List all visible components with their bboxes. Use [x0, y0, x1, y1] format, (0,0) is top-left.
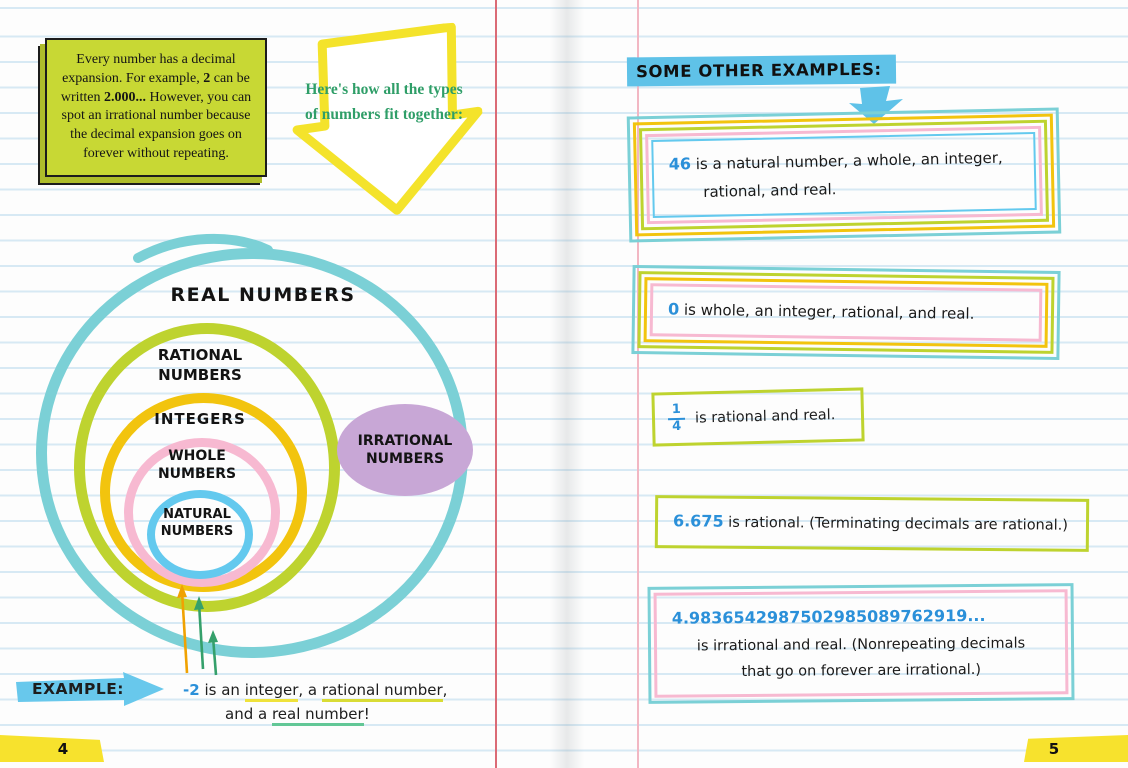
- example-irrational-text: 4.9836542987502985089762919... is irrati…: [660, 595, 1063, 691]
- whole-border: 46 is a natural number, a whole, an inte…: [645, 125, 1043, 224]
- examples-header: SOME OTHER EXAMPLES:: [626, 54, 896, 87]
- text-segment: rational, and real.: [703, 179, 837, 201]
- irrational-numbers-blob: IRRATIONAL NUMBERS: [337, 404, 473, 496]
- example-segment: and a: [225, 705, 268, 724]
- rational-numbers-circle: [74, 323, 340, 612]
- real-border: 46 is a natural number, a whole, an inte…: [626, 107, 1062, 243]
- real-underlined: real number: [271, 705, 364, 727]
- example-box-irrational: 4.9836542987502985089762919... is irrati…: [647, 583, 1075, 704]
- natural-numbers-circle: [147, 490, 253, 579]
- example-blue-arrow-icon: [16, 672, 164, 706]
- note-text-segment: However, you can spot an irrational numb…: [61, 89, 252, 161]
- example-number: -2: [183, 681, 200, 699]
- example-box-6675: 6.675 is rational. (Terminating decimals…: [654, 495, 1090, 552]
- right-page-number: 5: [1048, 739, 1060, 758]
- text-segment: that go on forever are irrational.): [741, 661, 982, 680]
- fraction-one-fourth: 1 4: [668, 401, 686, 436]
- note-bold-2: 2: [203, 70, 211, 86]
- example-line-1: -2 is an integer, a rational number,: [183, 678, 503, 702]
- page-number-tab-left: 4: [0, 735, 104, 762]
- page-number-tab-right: 5: [1024, 735, 1128, 762]
- text-segment: is whole, an integer, rational, and real…: [683, 300, 975, 323]
- rational-underlined: rational number: [321, 681, 443, 702]
- number-46: 46: [668, 154, 692, 174]
- whole-numbers-circle: [124, 438, 280, 587]
- integer-underlined: integer: [244, 681, 299, 702]
- rational-border: 46 is a natural number, a whole, an inte…: [638, 119, 1050, 231]
- note-box: Every number has a decimal expansion. Fo…: [45, 38, 267, 177]
- note-text-segment: can be written: [60, 70, 250, 105]
- whole-border: 0 is whole, an integer, rational, and re…: [649, 283, 1043, 342]
- rational-border: 1 4 is rational and real.: [651, 387, 865, 447]
- irrational-line-3: that go on forever are irrational.): [672, 656, 1050, 685]
- example-segment: ,: [442, 681, 448, 699]
- example-label: EXAMPLE:: [32, 680, 124, 698]
- text-segment: is rational. (Terminating decimals are r…: [728, 514, 1069, 534]
- irrational-number-line: 4.9836542987502985089762919...: [672, 601, 1050, 633]
- integer-border: 0 is whole, an integer, rational, and re…: [643, 277, 1049, 348]
- note-bold-decimal: 2.000...: [103, 89, 146, 105]
- real-border: 0 is whole, an integer, rational, and re…: [631, 265, 1061, 360]
- example-segment: is an: [204, 681, 240, 699]
- pointer-arrows-icon: [177, 584, 218, 676]
- example-segment: !: [363, 705, 370, 724]
- example-box-one-fourth: 1 4 is rational and real.: [651, 387, 865, 447]
- integer-border: 46 is a natural number, a whole, an inte…: [632, 113, 1056, 237]
- example-segment: , a: [298, 681, 318, 699]
- big-yellow-down-arrow-icon: [292, 22, 483, 215]
- header-blue-down-arrow-icon: [849, 86, 903, 124]
- natural-numbers-label: NATURAL NUMBERS: [160, 507, 234, 539]
- number-irrational: 4.9836542987502985089762919...: [671, 605, 986, 628]
- example-box-0: 0 is whole, an integer, rational, and re…: [631, 265, 1061, 360]
- real-numbers-label: REAL NUMBERS: [170, 284, 356, 306]
- spine-fold: [550, 0, 584, 768]
- circle-pen-flourish: [133, 233, 273, 263]
- irrational-numbers-label: IRRATIONAL NUMBERS: [357, 432, 453, 467]
- whole-numbers-label: WHOLE NUMBERS: [157, 448, 237, 483]
- example-46-text: 46 is a natural number, a whole, an inte…: [656, 137, 1031, 213]
- left-page-number: 4: [57, 739, 69, 758]
- rational-border: 6.675 is rational. (Terminating decimals…: [654, 495, 1090, 552]
- left-page-margin-line: [495, 0, 497, 768]
- example-6675-text: 6.675 is rational. (Terminating decimals…: [661, 501, 1083, 545]
- text-segment: is a natural number, a whole, an integer…: [695, 148, 1003, 174]
- example-sentence: -2 is an integer, a rational number, and…: [183, 678, 503, 727]
- integers-label: INTEGERS: [154, 410, 246, 428]
- example-fraction-text: 1 4 is rational and real.: [658, 394, 859, 441]
- example-box-46: 46 is a natural number, a whole, an inte…: [626, 107, 1062, 243]
- number-0: 0: [667, 299, 680, 319]
- rational-numbers-label: RATIONAL NUMBERS: [157, 346, 243, 384]
- text-segment: is rational and real.: [694, 407, 836, 427]
- number-6675: 6.675: [672, 511, 724, 531]
- real-border: 4.9836542987502985089762919... is irrati…: [647, 583, 1075, 704]
- inner-border: 4.9836542987502985089762919... is irrati…: [653, 589, 1069, 698]
- rational-border: 0 is whole, an integer, rational, and re…: [637, 271, 1055, 354]
- fraction-numerator: 1: [671, 401, 682, 418]
- example-0-text: 0 is whole, an integer, rational, and re…: [656, 289, 1037, 335]
- arrow-callout-text: Here's how all the types of numbers fit …: [305, 81, 463, 123]
- right-page-margin-line: [637, 0, 639, 768]
- text-segment: is irrational and real. (Nonrepeating de…: [696, 635, 1026, 655]
- irrational-line-2: is irrational and real. (Nonrepeating de…: [672, 630, 1050, 659]
- note-text-segment: Every number has a decimal expansion. Fo…: [62, 52, 236, 86]
- example-46-line-2: rational, and real.: [703, 172, 1019, 206]
- natural-border: 46 is a natural number, a whole, an inte…: [651, 131, 1037, 218]
- example-line-2: and a real number!: [225, 702, 503, 727]
- fraction-denominator: 4: [668, 417, 686, 436]
- integers-circle: [100, 393, 307, 592]
